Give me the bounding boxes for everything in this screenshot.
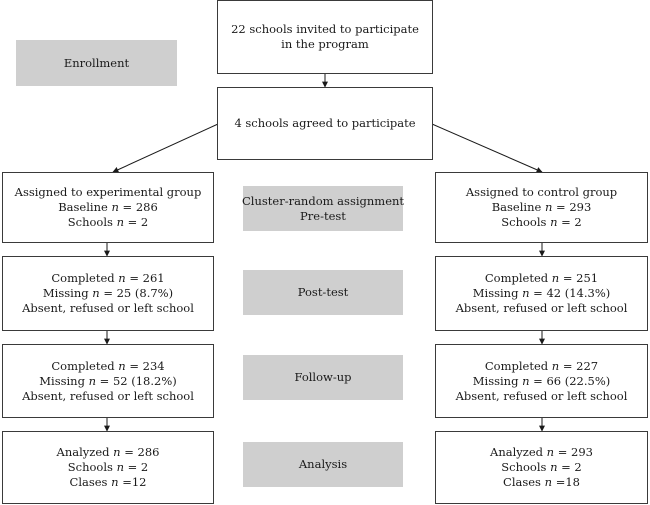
exp-analysis-schools: Schools n = 2 [67,460,149,474]
exp-analysis-classes: Clases n =12 [69,475,147,489]
ctl-fu-missing: Missing n = 66 (22.5%) [472,373,611,388]
exp-fu-missing: Missing n = 52 (18.2%) [39,373,177,388]
stage-followup-label: Follow-up [294,370,352,384]
ctl-fu-completed: Completed n = 227 [484,358,599,373]
ctl-fu-reason: Absent, refused or left school [455,388,628,403]
ctl-analyzed: Analyzed n = 293 [490,445,593,459]
ctl-analysis-schools: Schools n = 2 [501,460,582,474]
control-posttest-box: Completed n = 251 Missing n = 42 (14.3%)… [435,256,648,331]
invited-line-1: 22 schools invited to participate [231,22,419,36]
stage-assignment-line-1: Cluster-random assignment [241,193,405,208]
exp-analyzed: Analyzed n = 286 [56,445,160,459]
invited-line-2: in the program [281,37,369,51]
control-assigned-box: Assigned to control group Baseline n = 2… [435,172,648,243]
stage-followup: Follow-up [243,355,403,400]
stage-enrollment: Enrollment [16,40,177,86]
control-analysis-box: Analyzed n = 293 Schools n = 2 Clases n … [435,431,648,504]
ctl-baseline: Baseline n = 293 [491,200,592,214]
experimental-analysis-box: Analyzed n = 286 Schools n = 2 Clases n … [2,431,214,504]
invited-schools-box: 22 schools invited to participate in the… [217,0,433,74]
ctl-post-completed: Completed n = 251 [484,271,599,285]
stage-assignment: Cluster-random assignment Pre-test [241,186,405,231]
stage-posttest-label: Post-test [297,285,349,299]
stage-analysis: Analysis [243,442,403,487]
arrow-agreed-to-experimental [112,123,219,173]
ctl-schools: Schools n = 2 [501,215,582,229]
exp-post-completed: Completed n = 261 [51,271,165,285]
exp-post-reason: Absent, refused or left school [22,301,194,315]
exp-assigned-title: Assigned to experimental group [14,185,202,199]
stage-posttest: Post-test [243,270,403,315]
ctl-assigned-title: Assigned to control group [465,185,618,199]
exp-baseline: Baseline n = 286 [58,200,158,214]
experimental-assigned-box: Assigned to experimental group Baseline … [2,172,214,243]
control-followup-box: Completed n = 227 Missing n = 66 (22.5%)… [435,344,648,418]
exp-schools: Schools n = 2 [67,215,149,229]
exp-post-missing: Missing n = 25 (8.7%) [42,286,174,300]
exp-fu-completed: Completed n = 234 [51,358,165,373]
exp-fu-reason: Absent, refused or left school [22,388,194,403]
stage-assignment-line-2: Pre-test [300,208,346,223]
experimental-followup-box: Completed n = 234 Missing n = 52 (18.2%)… [2,344,214,418]
ctl-analysis-classes: Clases n =18 [503,475,580,489]
agreed-schools-box: 4 schools agreed to participate [217,87,433,160]
ctl-post-missing: Missing n = 42 (14.3%) [472,286,611,300]
agreed-line: 4 schools agreed to participate [234,116,416,130]
experimental-posttest-box: Completed n = 261 Missing n = 25 (8.7%) … [2,256,214,331]
stage-enrollment-label: Enrollment [63,55,130,70]
arrow-agreed-to-control [431,123,543,173]
stage-analysis-label: Analysis [298,457,348,471]
ctl-post-reason: Absent, refused or left school [455,301,628,315]
